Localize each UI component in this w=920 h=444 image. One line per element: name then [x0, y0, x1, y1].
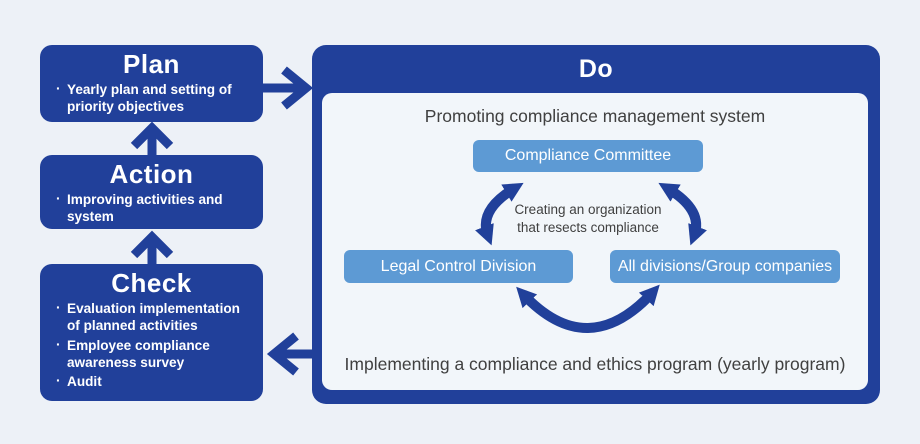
bullet-dot: ·	[56, 298, 61, 315]
plan-bullet-text: Yearly plan and setting of priority obje…	[67, 81, 232, 115]
org-note-line: that resects compliance	[517, 219, 659, 235]
list-item: · Improving activities and system	[54, 189, 249, 226]
do-title: Do	[578, 54, 614, 83]
list-item: · Yearly plan and setting of priority ob…	[54, 79, 249, 116]
list-item: · Evaluation implementation of planned a…	[54, 298, 249, 335]
do-box: Do Promoting compliance management syste…	[312, 45, 880, 404]
action-title: Action	[109, 159, 194, 189]
compliance-committee-label: Compliance Committee	[504, 147, 672, 164]
org-note-line: Creating an organization	[514, 202, 662, 217]
bullet-dot: ·	[56, 79, 61, 96]
check-bullet-text: Audit	[67, 374, 102, 390]
action-box: Action · Improving activities and system	[40, 155, 263, 229]
arrow-do-to-check-icon	[266, 332, 312, 376]
list-item: · Audit	[54, 372, 249, 390]
check-bullet-list: · Evaluation implementation of planned a…	[54, 298, 249, 391]
check-bullet-text: Evaluation implementation of planned act…	[67, 300, 240, 334]
plan-bullet-list: · Yearly plan and setting of priority ob…	[54, 79, 249, 116]
arrow-check-to-action-icon	[130, 230, 174, 264]
all-divisions-label: All divisions/Group companies	[617, 257, 833, 275]
all-divisions-node: All divisions/Group companies	[610, 250, 840, 283]
bullet-dot: ·	[56, 189, 61, 206]
program-note: Implementing a compliance and ethics pro…	[344, 354, 846, 374]
list-item: · Employee compliance awareness survey	[54, 335, 249, 372]
check-box: Check · Evaluation implementation of pla…	[40, 264, 263, 401]
arrow-action-to-plan-icon	[130, 121, 174, 155]
bullet-dot: ·	[56, 372, 61, 389]
plan-title: Plan	[123, 49, 180, 79]
legal-control-division-node: Legal Control Division	[344, 250, 573, 283]
action-bullet-text: Improving activities and system	[67, 191, 223, 225]
do-inner-panel: Promoting compliance management system C…	[322, 93, 868, 390]
do-heading: Promoting compliance management system	[424, 106, 766, 126]
action-bullet-list: · Improving activities and system	[54, 189, 249, 226]
check-bullet-text: Employee compliance awareness survey	[67, 337, 210, 371]
org-note: Creating an organization that resects co…	[478, 201, 698, 236]
arrow-plan-to-do-icon	[263, 66, 314, 110]
check-title: Check	[111, 268, 192, 298]
legal-control-division-label: Legal Control Division	[380, 257, 537, 275]
compliance-committee-node: Compliance Committee	[473, 140, 703, 172]
plan-box: Plan · Yearly plan and setting of priori…	[40, 45, 263, 122]
bullet-dot: ·	[56, 335, 61, 352]
